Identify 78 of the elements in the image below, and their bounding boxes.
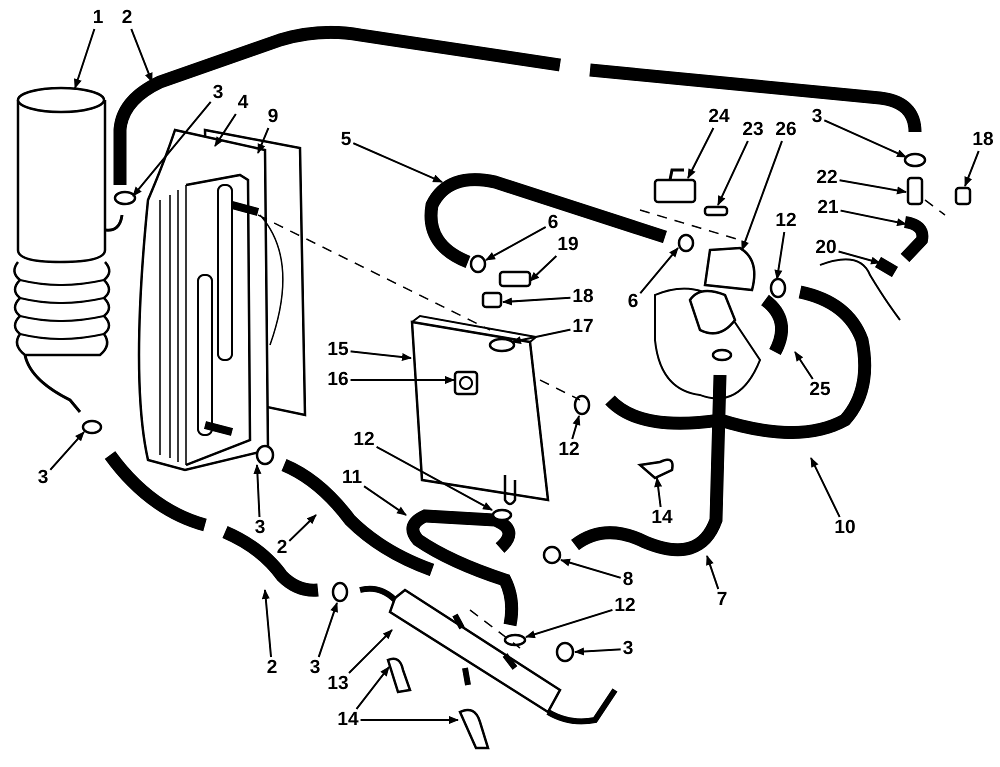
leader-line: [529, 255, 558, 282]
leader-line: [352, 142, 443, 183]
callout-number: 3: [310, 658, 320, 678]
leader-line: [350, 376, 455, 384]
leader-line: [838, 250, 881, 264]
leader-line: [214, 113, 237, 147]
leader-line: [654, 477, 662, 508]
callout-number: 6: [628, 292, 638, 312]
callout-number: 6: [548, 213, 558, 233]
leader-line: [525, 608, 613, 638]
callout-number: 4: [238, 93, 248, 113]
leader-line: [318, 602, 338, 658]
leader-line: [574, 648, 621, 656]
callout-number: 3: [212, 83, 224, 103]
callout-number: 12: [558, 440, 580, 460]
callout-number: 3: [254, 518, 266, 538]
leader-line: [687, 128, 714, 179]
leader-line: [840, 210, 907, 226]
leader-line: [640, 247, 679, 294]
leader-line: [571, 415, 580, 440]
callout-number: 7: [716, 590, 728, 610]
callout-number: 12: [353, 430, 375, 450]
callout-number: 15: [327, 340, 349, 360]
callout-number: 9: [268, 107, 278, 127]
leader-line: [253, 464, 262, 518]
leader-line: [774, 232, 786, 280]
callout-number: 8: [622, 570, 634, 590]
callout-number: 22: [816, 168, 838, 188]
leader-line: [810, 457, 841, 518]
leader-line: [741, 140, 783, 251]
leader-line: [794, 351, 814, 380]
callout-number: 25: [809, 380, 831, 400]
callout-number: 26: [775, 120, 797, 140]
callout-number: 17: [572, 317, 594, 337]
callout-number: 20: [815, 238, 837, 258]
leader-line: [350, 350, 412, 361]
callout-number: 19: [557, 235, 579, 255]
leader-line: [502, 296, 570, 306]
callout-number: 23: [742, 120, 764, 140]
leader-line: [356, 666, 390, 710]
callout-number: 21: [817, 198, 839, 218]
leader-line: [824, 119, 907, 158]
callout-number: 16: [327, 370, 349, 390]
leader-line: [50, 431, 85, 470]
leader-line: [363, 485, 407, 516]
leader-line: [964, 150, 980, 187]
callout-number: 1: [92, 8, 104, 28]
callout-number: 2: [276, 538, 288, 558]
callout-number: 18: [972, 130, 994, 150]
callout-number: 2: [266, 658, 278, 678]
callout-number: 5: [340, 130, 352, 150]
callout-number: 18: [572, 287, 594, 307]
leader-line: [485, 226, 546, 261]
leader-line: [360, 716, 459, 724]
leader-line: [560, 558, 621, 579]
callout-number: 13: [327, 674, 349, 694]
callout-number: 3: [812, 107, 822, 127]
leader-line: [288, 514, 317, 542]
callout-number: 2: [122, 8, 132, 28]
callout-number: 14: [651, 508, 673, 528]
callout-number: 12: [614, 596, 636, 616]
callout-number: 14: [337, 710, 359, 730]
leader-line: [348, 629, 393, 674]
leader-line: [376, 446, 493, 511]
leader-line: [132, 101, 212, 197]
leader-line: [839, 179, 907, 194]
leader-line: [511, 328, 571, 344]
leader-line: [706, 555, 720, 590]
leader-line: [262, 589, 272, 658]
callout-number: 3: [622, 639, 634, 659]
callout-number: 3: [38, 468, 48, 488]
leader-line: [130, 28, 153, 83]
leader-line: [717, 140, 749, 206]
leader-line: [74, 28, 96, 89]
callout-number: 24: [708, 107, 730, 127]
callout-number: 11: [342, 468, 362, 488]
callout-number: 10: [834, 518, 856, 538]
callout-number: 12: [775, 211, 797, 231]
